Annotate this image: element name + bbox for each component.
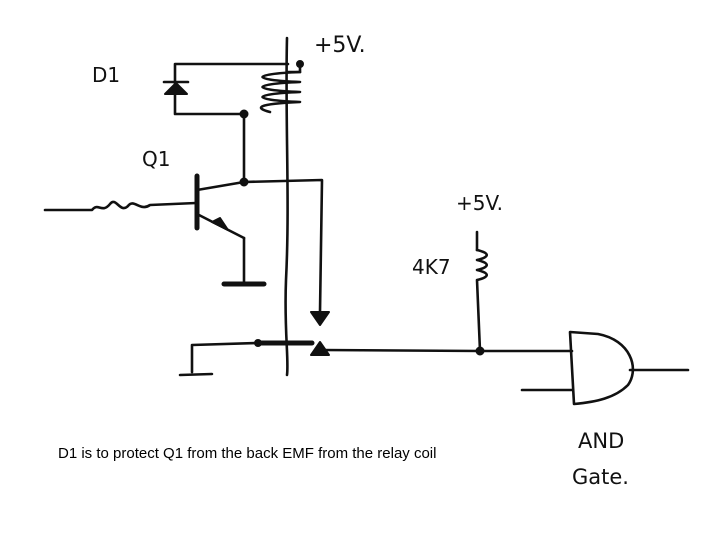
transistor-q1-collector bbox=[195, 180, 246, 192]
coil-bottom-lead bbox=[173, 62, 290, 116]
base-input-wire bbox=[43, 200, 198, 212]
coil-supply-node bbox=[296, 60, 304, 68]
and-gate-body bbox=[568, 330, 635, 406]
pullup-resistor bbox=[475, 248, 489, 353]
label-q1: Q1 bbox=[142, 147, 170, 171]
label-d1: D1 bbox=[92, 63, 120, 87]
label-resistor: 4K7 bbox=[412, 255, 451, 279]
contact-up-arrow bbox=[310, 341, 330, 356]
switch-output-wire bbox=[320, 348, 482, 353]
contact-down-arrow bbox=[310, 311, 330, 326]
label-gate-line1: AND bbox=[578, 429, 624, 453]
label-gate-line2: Gate. bbox=[572, 465, 629, 489]
relay-divider-line bbox=[284, 36, 289, 377]
contact-drive-wire bbox=[242, 178, 324, 314]
relay-coil bbox=[259, 70, 302, 114]
label-supply-top: +5V. bbox=[314, 33, 366, 58]
label-supply-right: +5V. bbox=[456, 191, 503, 215]
emitter-arrow bbox=[211, 217, 229, 231]
diagram-caption: D1 is to protect Q1 from the back EMF fr… bbox=[58, 445, 437, 462]
diode-d1-triangle bbox=[164, 82, 188, 95]
switch-left-wire bbox=[178, 341, 260, 377]
